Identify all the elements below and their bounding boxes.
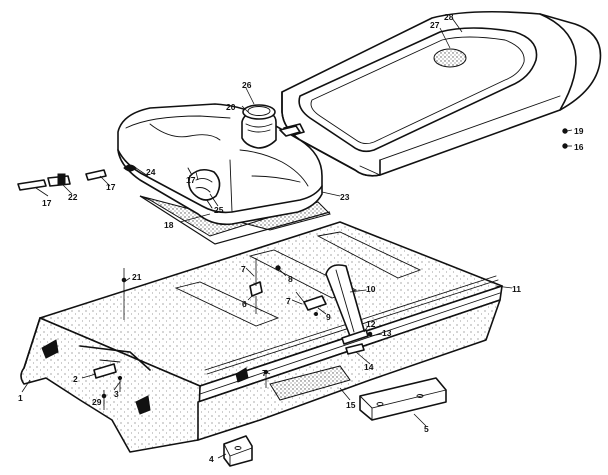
callout-18: 18 bbox=[164, 220, 174, 230]
callout-6: 6 bbox=[242, 299, 247, 309]
callout-13: 13 bbox=[382, 328, 392, 338]
callout-2: 2 bbox=[73, 374, 78, 384]
callout-28: 28 bbox=[444, 12, 454, 22]
callout-labels: 1 2 3 4 5 6 7 7 7 8 9 10 11 12 13 14 15 … bbox=[18, 12, 584, 464]
callout-26: 26 bbox=[242, 80, 252, 90]
callout-24: 24 bbox=[146, 167, 156, 177]
callout-3: 3 bbox=[114, 389, 119, 399]
callout-15: 15 bbox=[346, 400, 356, 410]
callout-10: 10 bbox=[366, 284, 376, 294]
callout-14: 14 bbox=[364, 362, 374, 372]
fuel-tank bbox=[117, 103, 331, 245]
callout-21: 21 bbox=[132, 272, 142, 282]
seat-cushion bbox=[281, 10, 602, 177]
callout-11: 11 bbox=[512, 284, 521, 294]
callout-9: 9 bbox=[326, 312, 331, 322]
callout-7-middle: 7 bbox=[286, 296, 291, 306]
leader-lines bbox=[21, 17, 573, 459]
deck-hardware bbox=[249, 258, 327, 316]
callout-1: 1 bbox=[18, 393, 23, 403]
callout-25: 25 bbox=[214, 205, 224, 215]
callout-7-lower: 7 bbox=[262, 368, 267, 378]
callout-29: 29 bbox=[92, 397, 102, 407]
seat-patch-27 bbox=[433, 48, 467, 68]
seat-bolts bbox=[562, 128, 568, 149]
callout-20: 20 bbox=[226, 102, 236, 112]
callout-19: 19 bbox=[574, 126, 584, 136]
callout-27: 27 bbox=[430, 20, 440, 30]
callout-5: 5 bbox=[424, 424, 429, 434]
callout-17-left: 17 bbox=[42, 198, 52, 208]
callout-23: 23 bbox=[340, 192, 350, 202]
callout-8: 8 bbox=[288, 274, 293, 284]
callout-7-upper: 7 bbox=[241, 264, 246, 274]
callout-17-tank: 17 bbox=[186, 175, 196, 185]
loose-fasteners bbox=[93, 268, 269, 410]
fuel-line bbox=[17, 164, 137, 191]
callout-22: 22 bbox=[68, 192, 78, 202]
mounting-bracket-4 bbox=[223, 435, 253, 467]
callout-12: 12 bbox=[366, 319, 376, 329]
callout-17-right: 17 bbox=[106, 182, 116, 192]
mounting-bracket-5 bbox=[359, 377, 447, 421]
chassis-tunnel bbox=[20, 221, 503, 453]
callout-16: 16 bbox=[574, 142, 584, 152]
strap-brackets bbox=[341, 329, 373, 355]
callout-4: 4 bbox=[209, 454, 214, 464]
